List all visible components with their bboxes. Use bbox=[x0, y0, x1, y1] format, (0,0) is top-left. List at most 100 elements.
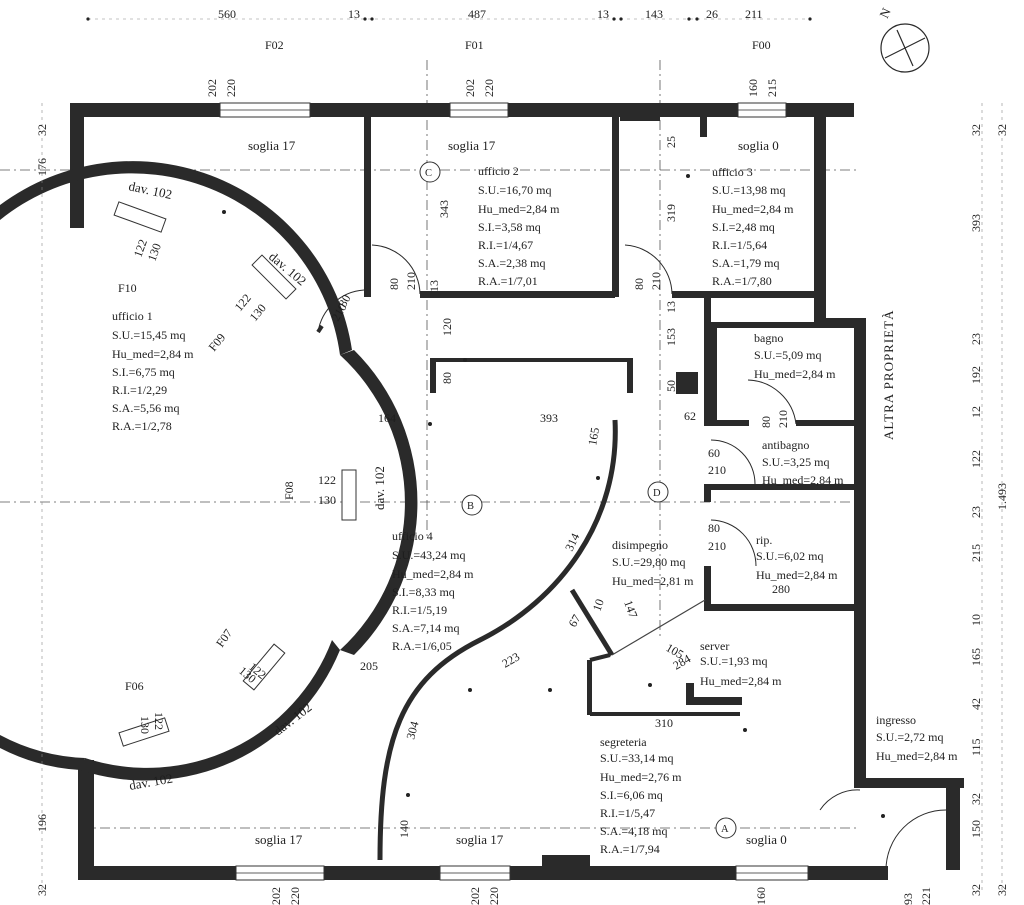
sill-label-6: soglia 0 bbox=[746, 832, 787, 847]
svg-text:62: 62 bbox=[684, 409, 696, 423]
svg-text:205: 205 bbox=[360, 659, 378, 673]
svg-text:32: 32 bbox=[35, 884, 49, 896]
svg-text:176: 176 bbox=[35, 158, 49, 176]
svg-text:25: 25 bbox=[664, 136, 678, 148]
sill-label-1: soglia 17 bbox=[248, 138, 296, 153]
svg-text:32: 32 bbox=[995, 884, 1009, 896]
room-name: bagno bbox=[754, 331, 783, 345]
room-bagno: bagno S.U.=5,09 mq Hu_med=2,84 m bbox=[754, 331, 836, 381]
room-name: antibagno bbox=[762, 438, 809, 452]
svg-text:343: 343 bbox=[437, 200, 451, 218]
sill-label-5: soglia 17 bbox=[456, 832, 504, 847]
svg-text:R.A.=1/2,78: R.A.=1/2,78 bbox=[112, 419, 172, 433]
room-disimpegno: disimpegno S.U.=29,80 mq Hu_med=2,81 m bbox=[612, 538, 694, 588]
svg-text:393: 393 bbox=[969, 214, 983, 232]
svg-text:210: 210 bbox=[776, 410, 790, 428]
top-windows bbox=[219, 102, 787, 118]
section-marker-c: C bbox=[419, 161, 441, 183]
room-name: ufficio 4 bbox=[392, 529, 433, 543]
arc-window-code-f10: F10 bbox=[118, 281, 137, 295]
svg-text:R.A.=1/7,80: R.A.=1/7,80 bbox=[712, 274, 772, 288]
svg-text:153: 153 bbox=[664, 328, 678, 346]
sill-label-2: soglia 17 bbox=[448, 138, 496, 153]
room-name: disimpegno bbox=[612, 538, 668, 552]
svg-text:165: 165 bbox=[585, 426, 602, 446]
window-dim-3b: 215 bbox=[765, 79, 779, 97]
svg-text:304: 304 bbox=[403, 720, 421, 741]
svg-text:140: 140 bbox=[397, 820, 411, 838]
room-name: ingresso bbox=[876, 713, 916, 727]
svg-text:192: 192 bbox=[969, 366, 983, 384]
svg-text:S.U.=29,80 mq: S.U.=29,80 mq bbox=[612, 555, 685, 569]
section-marker-d: D bbox=[647, 481, 669, 503]
svg-text:120: 120 bbox=[440, 318, 454, 336]
arc-window-dim-f10b: 130 bbox=[145, 241, 164, 263]
svg-text:R.I.=1/2,29: R.I.=1/2,29 bbox=[112, 383, 167, 397]
window-dim-3a: 160 bbox=[746, 79, 760, 97]
svg-text:R.I.=1/5,19: R.I.=1/5,19 bbox=[392, 603, 447, 617]
window-dim-1b: 220 bbox=[224, 79, 238, 97]
svg-text:164: 164 bbox=[378, 411, 396, 425]
svg-text:393: 393 bbox=[540, 411, 558, 425]
arc-window-code-f08: F08 bbox=[282, 481, 296, 500]
svg-text:223: 223 bbox=[500, 649, 523, 670]
svg-text:80: 80 bbox=[440, 372, 454, 384]
svg-text:S.A.=5,56 mq: S.A.=5,56 mq bbox=[112, 401, 179, 415]
svg-text:Hu_med=2,84 m: Hu_med=2,84 m bbox=[112, 347, 194, 361]
svg-text:Hu_med=2,84 m: Hu_med=2,84 m bbox=[478, 202, 560, 216]
window-dim-2a: 202 bbox=[463, 79, 477, 97]
reference-dots bbox=[222, 174, 885, 818]
top-dimension-line: 560 13 487 13 143 26 211 bbox=[86, 7, 812, 21]
svg-text:42: 42 bbox=[969, 698, 983, 710]
dim-top-5: 143 bbox=[645, 7, 663, 21]
svg-text:115: 115 bbox=[969, 738, 983, 756]
svg-text:165: 165 bbox=[969, 648, 983, 666]
svg-text:A: A bbox=[721, 824, 729, 835]
svg-text:S.I.=2,48 mq: S.I.=2,48 mq bbox=[712, 220, 775, 234]
svg-text:S.I.=6,06 mq: S.I.=6,06 mq bbox=[600, 788, 663, 802]
arc-window-code-f07: F07 bbox=[213, 626, 235, 649]
room-server: server S.U.=1,93 mq Hu_med=2,84 m bbox=[700, 639, 782, 688]
svg-text:S.U.=1,93 mq: S.U.=1,93 mq bbox=[700, 654, 767, 668]
dim-top-4: 13 bbox=[597, 7, 609, 21]
svg-text:S.I.=3,58 mq: S.I.=3,58 mq bbox=[478, 220, 541, 234]
svg-text:1.493: 1.493 bbox=[995, 483, 1009, 510]
north-label: N bbox=[876, 5, 894, 20]
svg-text:Hu_med=2,84 m: Hu_med=2,84 m bbox=[762, 473, 844, 487]
dim-top-1: 560 bbox=[218, 7, 236, 21]
room-segreteria: segreteria S.U.=33,14 mq Hu_med=2,76 m S… bbox=[600, 735, 682, 856]
room-name: ufficio 3 bbox=[712, 165, 753, 179]
window-dim-2b: 220 bbox=[482, 79, 496, 97]
window-dim-b3a: 160 bbox=[754, 887, 768, 905]
svg-text:S.I.=6,75 mq: S.I.=6,75 mq bbox=[112, 365, 175, 379]
svg-text:150: 150 bbox=[969, 820, 983, 838]
svg-text:S.A.=7,14 mq: S.A.=7,14 mq bbox=[392, 621, 459, 635]
room-name: segreteria bbox=[600, 735, 647, 749]
dim-top-3: 487 bbox=[468, 7, 486, 21]
svg-text:280: 280 bbox=[772, 582, 790, 596]
room-name: ufficio 2 bbox=[478, 164, 519, 178]
arc-window-dim-f06b: 130 bbox=[138, 716, 152, 734]
arc-window-dim-f08b: 130 bbox=[318, 493, 336, 507]
svg-text:210: 210 bbox=[708, 463, 726, 477]
svg-text:S.U.=2,72 mq: S.U.=2,72 mq bbox=[876, 730, 943, 744]
arc-window-code-f06: F06 bbox=[125, 679, 144, 693]
neighbor-property-label: ALTRA PROPRIETÀ bbox=[881, 310, 896, 440]
svg-text:196: 196 bbox=[35, 814, 49, 832]
svg-text:S.I.=8,33 mq: S.I.=8,33 mq bbox=[392, 585, 455, 599]
svg-text:B: B bbox=[467, 501, 474, 512]
svg-text:Hu_med=2,84 m: Hu_med=2,84 m bbox=[392, 567, 474, 581]
svg-text:S.A.=2,38 mq: S.A.=2,38 mq bbox=[478, 256, 545, 270]
arc-windows bbox=[113, 201, 357, 747]
svg-text:32: 32 bbox=[969, 884, 983, 896]
svg-text:80: 80 bbox=[387, 278, 401, 290]
svg-text:C: C bbox=[425, 168, 432, 179]
left-dimensions: 32 176 196 32 bbox=[35, 103, 49, 896]
window-dim-b1a: 202 bbox=[269, 887, 283, 905]
svg-text:13: 13 bbox=[427, 280, 441, 292]
dim-bottom-1: 93 bbox=[901, 893, 915, 905]
arc-window-dim-f08a: 122 bbox=[318, 473, 336, 487]
window-dim-b1b: 220 bbox=[288, 887, 302, 905]
svg-text:12: 12 bbox=[969, 406, 983, 418]
dim-top-2: 13 bbox=[348, 7, 360, 21]
